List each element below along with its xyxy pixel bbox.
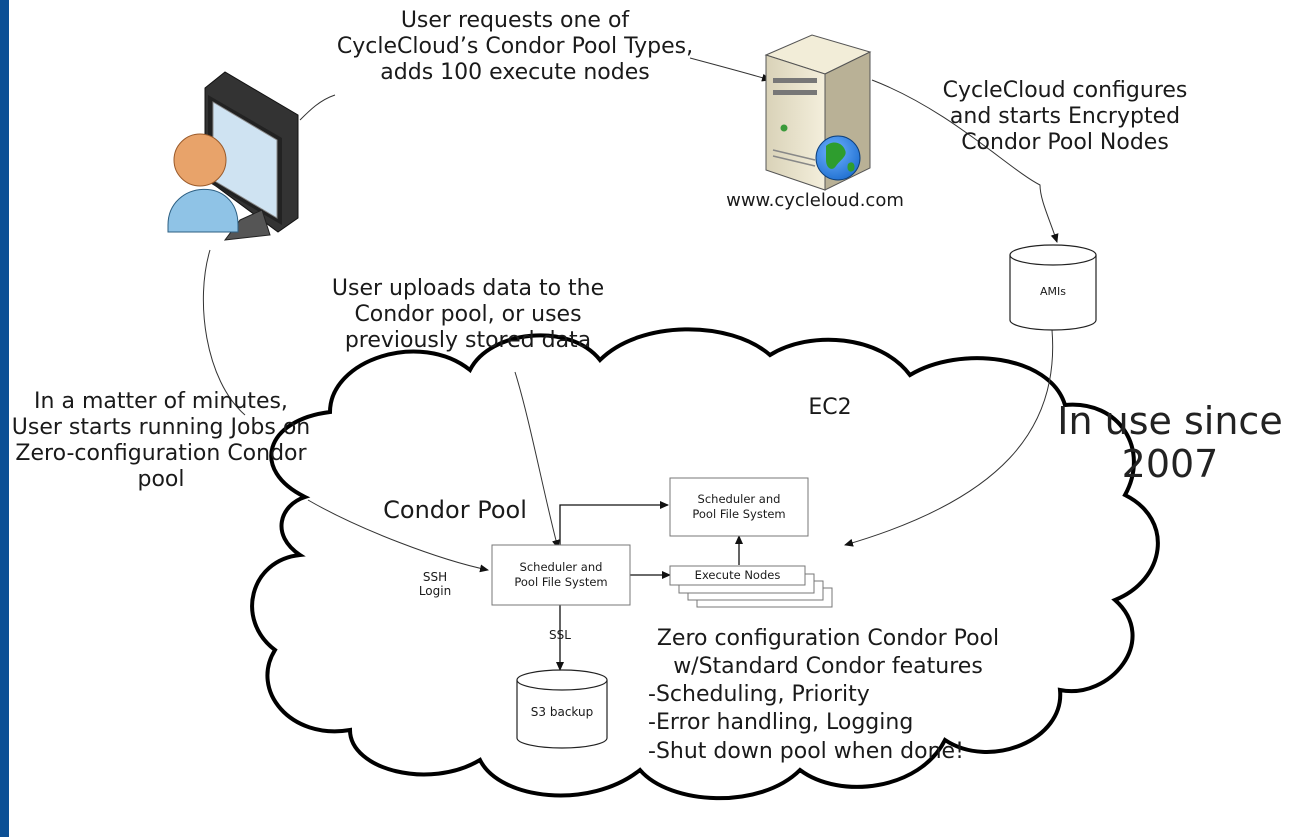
condor-pool-title: Condor Pool — [383, 496, 527, 524]
note-line: In use since — [1057, 399, 1283, 443]
note-line: 2007 — [1121, 441, 1219, 486]
configure-connector — [871, 79, 1059, 243]
scheduler-top-box — [669, 477, 809, 537]
note-user-requests: User requests one of CycleCloud’s Condor… — [315, 8, 715, 86]
note-in-use-since: In use since 2007 — [1055, 400, 1285, 485]
feature-line: -Scheduling, Priority — [648, 682, 870, 708]
execute-nodes-label: Execute Nodes — [694, 568, 781, 583]
note-line: and starts Encrypted — [949, 103, 1181, 129]
user-monitor-icon — [204, 71, 299, 241]
s3-backup-cylinder — [516, 669, 608, 749]
ssh-login-label: SSH Login — [405, 570, 465, 598]
feature-line: w/Standard Condor features — [673, 654, 983, 680]
note-line: Condor Pool Nodes — [961, 129, 1169, 155]
user-monitor-connector — [299, 94, 336, 121]
note-line: CycleCloud configures — [942, 78, 1188, 103]
box-line: Scheduler and — [697, 492, 781, 507]
feature-line: -Shut down pool when done! — [648, 738, 964, 764]
note-line: adds 100 execute nodes — [380, 59, 650, 85]
ssl-label: SSL — [549, 628, 571, 642]
box-line: Pool File System — [514, 575, 608, 589]
ec2-cloud-shape — [250, 327, 1160, 801]
scheduler-top-label: Scheduler and Pool File System — [670, 478, 808, 536]
note-user-uploads: User uploads data to the Condor pool, or… — [318, 276, 618, 354]
feature-line: -Error handling, Logging — [648, 710, 914, 736]
scheduler-to-scheduler-arrow — [559, 501, 669, 545]
note-cyclecloud-configures: CycleCloud configures and starts Encrypt… — [920, 78, 1210, 156]
globe-icon — [815, 135, 861, 181]
upload-connector — [514, 371, 560, 549]
box-line: Pool File System — [692, 507, 786, 521]
amis-cylinder — [1009, 244, 1097, 331]
features-list: Zero configuration Condor Pool w/Standar… — [648, 625, 1008, 766]
server-url: www.cycleloud.com — [726, 190, 904, 211]
execute-nodes-box — [669, 565, 806, 586]
note-line: User uploads data to the — [331, 276, 605, 301]
run-jobs-connector — [202, 249, 246, 416]
note-line: User starts running Jobs on — [11, 414, 311, 440]
ssh-connector — [307, 499, 489, 573]
amis-label: AMIs — [1040, 285, 1066, 298]
amis-to-nodes-connector — [844, 329, 1054, 547]
user-avatar-icon — [167, 133, 239, 233]
box-line: SSH — [422, 570, 448, 584]
scheduler-main-label: Scheduler and Pool File System — [492, 545, 630, 605]
note-line: In a matter of minutes, — [34, 389, 288, 414]
note-line: previously stored data — [344, 327, 592, 353]
note-line: Condor pool, or uses — [354, 301, 582, 327]
scheduler-main-box — [491, 544, 631, 606]
side-accent-bar — [0, 0, 9, 837]
note-line: Zero-configuration Condor — [15, 440, 307, 466]
ec2-label: EC2 — [808, 395, 852, 420]
user-request-connector — [689, 57, 771, 82]
feature-line: Zero configuration Condor Pool — [656, 626, 1000, 651]
note-line: CycleCloud’s Condor Pool Types, — [336, 33, 694, 59]
box-line: Scheduler and — [519, 560, 603, 575]
s3-backup-label: S3 backup — [530, 705, 594, 719]
note-line: User requests one of — [400, 8, 630, 33]
note-line: pool — [137, 466, 185, 492]
box-line: Login — [418, 584, 452, 599]
note-user-runs-jobs: In a matter of minutes, User starts runn… — [6, 389, 316, 493]
